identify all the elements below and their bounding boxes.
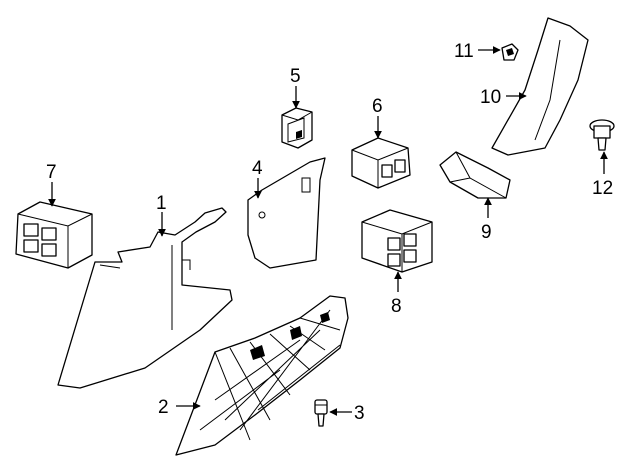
part-10-pillar-trim	[491, 17, 589, 156]
callout-4: 4	[252, 158, 263, 179]
callout-2: 2	[158, 397, 169, 418]
part-7-switch-cluster	[15, 201, 93, 269]
part-6-switch-block	[351, 137, 411, 189]
part-3-screw	[314, 399, 328, 427]
callout-9: 9	[481, 222, 492, 243]
callout-leaders	[48, 46, 608, 416]
part-4-side-panel	[247, 157, 326, 269]
callout-1: 1	[156, 193, 167, 214]
part-9-bracket	[439, 151, 511, 199]
part-1-trim-panel	[57, 207, 233, 389]
part-5-switch	[281, 107, 313, 149]
part-12-fastener	[589, 119, 615, 151]
callout-11: 11	[454, 41, 474, 62]
part-11-clip	[501, 43, 519, 61]
part-2-lower-panel	[175, 295, 349, 456]
callout-10: 10	[480, 87, 501, 108]
callout-6: 6	[372, 96, 383, 117]
callout-7: 7	[46, 162, 57, 183]
callout-numbers: 1 2 3 4 5 6 7 8 9 10 11 12	[46, 41, 613, 424]
callout-5: 5	[290, 66, 301, 87]
callout-3: 3	[354, 403, 365, 424]
callout-8: 8	[391, 296, 402, 317]
part-8-switch-block	[361, 209, 433, 273]
callout-12: 12	[592, 178, 613, 199]
